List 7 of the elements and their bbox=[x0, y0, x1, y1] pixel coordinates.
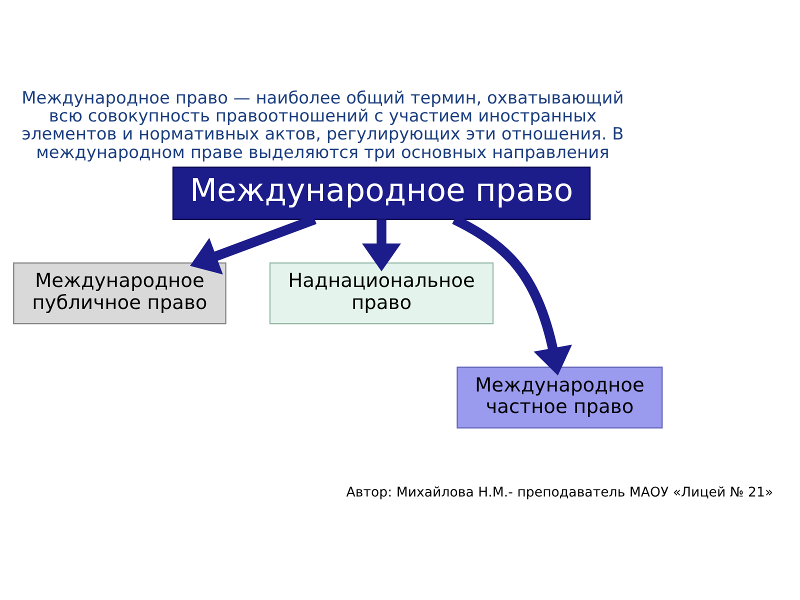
diagram-title: Международное право — наиболее общий термин, охватывающий всю совокупность правоотношений с участием иностранных элементов и нормативных актов, регулирующих эти отношения. В международном праве выделяются три основных направления bbox=[22, 87, 624, 162]
node-box: Международное публичное право bbox=[13, 262, 226, 324]
node-box: Международное частное право bbox=[456, 366, 663, 428]
arrow bbox=[362, 220, 401, 272]
node-box: Наднациональное право bbox=[269, 262, 494, 324]
label: Автор: Михайлова Н.М.- преподаватель МАОУ «Лицей № 21» bbox=[346, 486, 774, 501]
node-box: Международное право bbox=[172, 166, 591, 220]
